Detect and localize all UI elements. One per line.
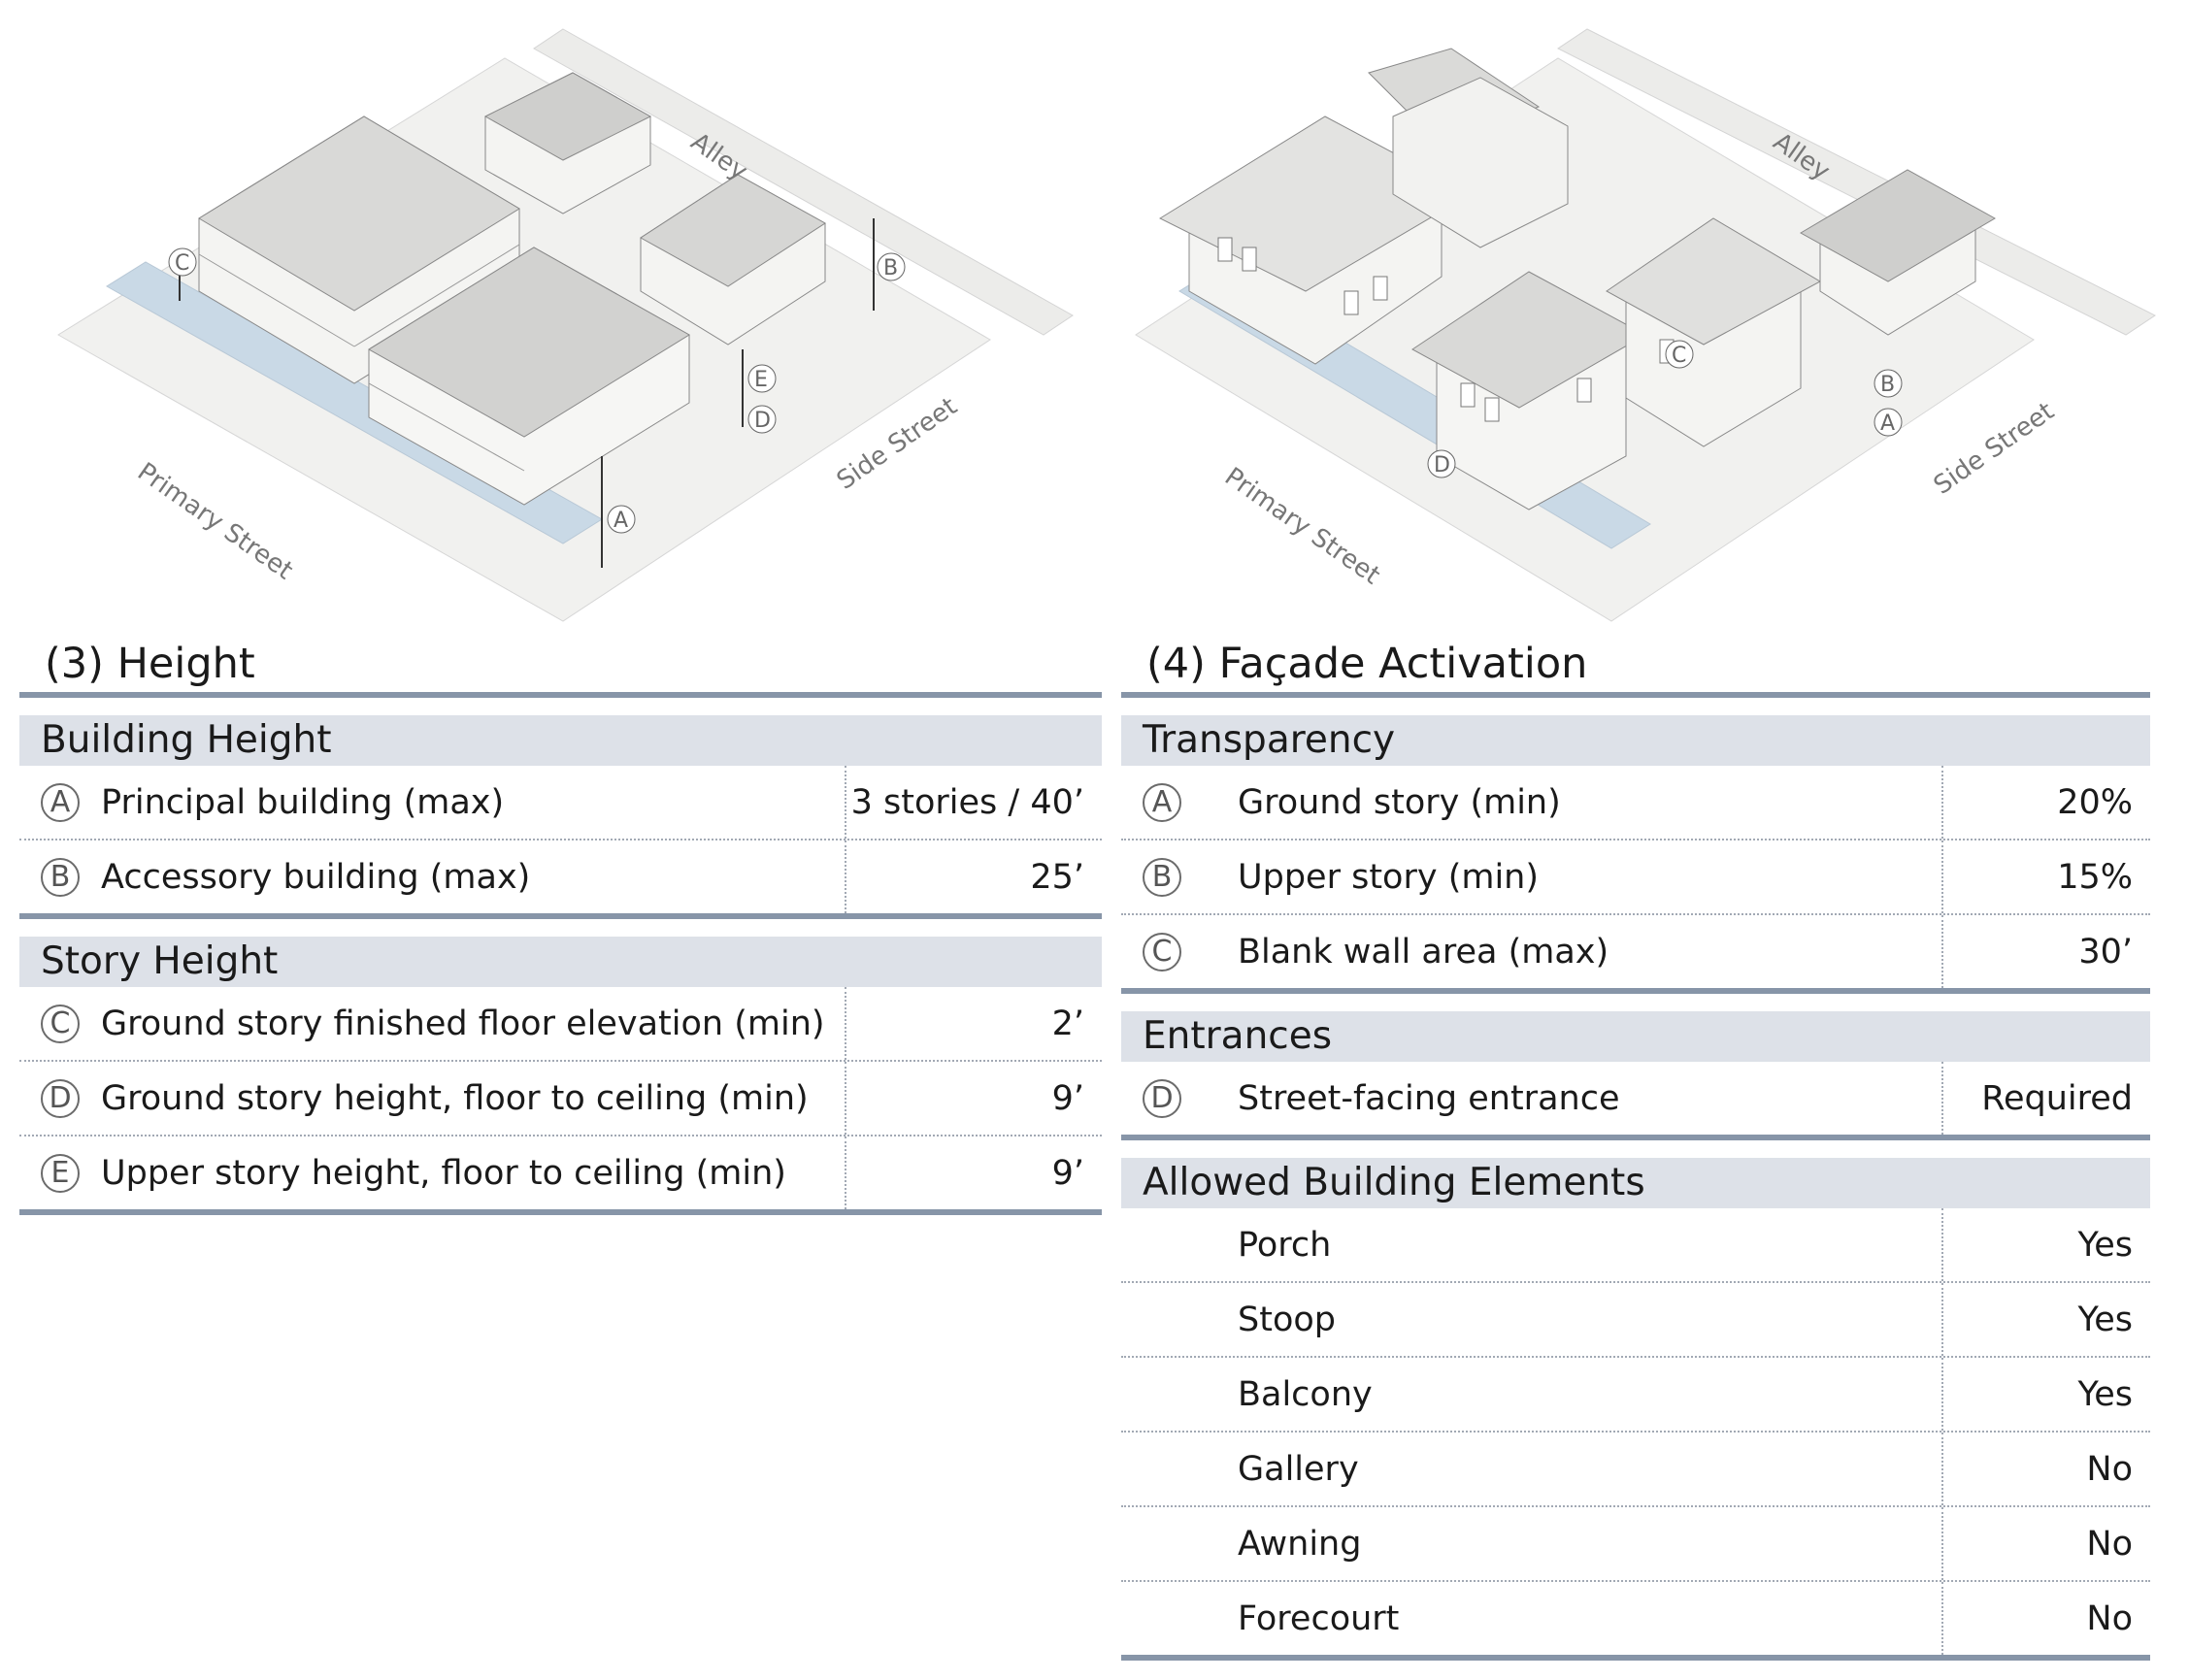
table-row: Awning No [1121, 1507, 2150, 1582]
row-value: No [1941, 1582, 2150, 1655]
diagram-marker-e: E [747, 364, 777, 393]
row-value: 2’ [845, 987, 1102, 1060]
row-value: Yes [1941, 1208, 2150, 1281]
table-row: B Upper story (min) 15% [1121, 840, 2150, 915]
facade-diagram: A B C D Alley Side Street Primary Street [1121, 0, 2179, 631]
row-label: Ground story height, floor to ceiling (m… [101, 1078, 809, 1118]
diagram-marker-b: B [1874, 369, 1903, 398]
row-label: Ground story finished floor elevation (m… [101, 1004, 825, 1043]
marker-e-icon: E [41, 1153, 80, 1193]
primary-street-label: Primary Street [132, 457, 298, 585]
row-label: Forecourt [1238, 1598, 1400, 1638]
table-row: Porch Yes [1121, 1208, 2150, 1283]
group-header-entrances: Entrances [1121, 1011, 2150, 1062]
svg-text:E: E [754, 368, 768, 392]
group-header-building-height: Building Height [19, 715, 1102, 766]
row-label: Upper story (min) [1238, 857, 1540, 897]
marker-c-icon: C [41, 1004, 80, 1043]
row-label: Porch [1238, 1225, 1332, 1265]
group-header-transparency: Transparency [1121, 715, 2150, 766]
diagram-marker-c: C [1665, 340, 1694, 369]
svg-text:C: C [175, 251, 189, 276]
row-value: No [1941, 1433, 2150, 1505]
table-row: A Principal building (max) 3 stories / 40… [19, 766, 1102, 840]
marker-b-icon: B [41, 857, 80, 897]
row-label: Upper story height, floor to ceiling (mi… [101, 1153, 786, 1193]
svg-text:A: A [1880, 412, 1895, 436]
table-row: C Ground story finished floor elevation (… [19, 987, 1102, 1062]
table-row: Forecourt No [1121, 1582, 2150, 1661]
row-label: Blank wall area (max) [1238, 932, 1609, 972]
diagram-marker-d: D [1427, 449, 1456, 478]
diagram-marker-d: D [747, 405, 777, 434]
row-value: 20% [1941, 766, 2150, 839]
marker-d-icon: D [1143, 1078, 1181, 1118]
marker-a-icon: A [41, 782, 80, 822]
row-label: Balcony [1238, 1374, 1373, 1414]
svg-text:D: D [1434, 453, 1450, 478]
marker-d-icon: D [41, 1078, 80, 1118]
row-label: Gallery [1238, 1449, 1359, 1489]
marker-b-icon: B [1143, 857, 1181, 897]
row-value: Required [1941, 1062, 2150, 1135]
row-value: 15% [1941, 840, 2150, 913]
side-street-label: Side Street [1929, 397, 2060, 501]
row-value: 9’ [845, 1062, 1102, 1135]
table-row: B Accessory building (max) 25’ [19, 840, 1102, 919]
table-row: E Upper story height, floor to ceiling (m… [19, 1136, 1102, 1215]
row-label: Stoop [1238, 1300, 1336, 1339]
diagram-marker-c: C [168, 247, 197, 277]
group-header-story-height: Story Height [19, 937, 1102, 987]
row-label: Street-facing entrance [1238, 1078, 1620, 1118]
facade-section: (4) Façade Activation Transparency A Grou… [1121, 636, 2150, 1661]
row-label: Awning [1238, 1524, 1362, 1564]
table-row: D Street-facing entrance Required [1121, 1062, 2150, 1140]
table-row: Stoop Yes [1121, 1283, 2150, 1358]
group-header-allowed-building-elements: Allowed Building Elements [1121, 1158, 2150, 1208]
section-title: (4) Façade Activation [1121, 636, 2150, 698]
table-row: A Ground story (min) 20% [1121, 766, 2150, 840]
row-value: 25’ [845, 840, 1102, 913]
section-title: (3) Height [19, 636, 1102, 698]
svg-text:D: D [754, 409, 771, 433]
height-section: (3) Height Building Height A Principal bu… [19, 636, 1102, 1215]
svg-text:A: A [614, 509, 628, 533]
row-label: Accessory building (max) [101, 857, 531, 897]
table-row: C Blank wall area (max) 30’ [1121, 915, 2150, 994]
diagram-marker-a: A [607, 505, 636, 534]
marker-c-icon: C [1143, 932, 1181, 972]
svg-text:B: B [1880, 373, 1895, 397]
row-value: 3 stories / 40’ [845, 766, 1102, 839]
row-value: 30’ [1941, 915, 2150, 988]
row-value: 9’ [845, 1136, 1102, 1209]
height-diagram: A B C D E Alley Side Street Primary Stre… [19, 0, 1107, 631]
row-label: Ground story (min) [1238, 782, 1561, 822]
row-value: Yes [1941, 1283, 2150, 1356]
diagram-marker-a: A [1874, 408, 1903, 437]
table-row: Balcony Yes [1121, 1358, 2150, 1433]
diagram-marker-b: B [877, 252, 906, 281]
marker-a-icon: A [1143, 782, 1181, 822]
row-value: Yes [1941, 1358, 2150, 1431]
svg-text:C: C [1672, 344, 1686, 368]
row-label: Principal building (max) [101, 782, 505, 822]
row-value: No [1941, 1507, 2150, 1580]
table-row: Gallery No [1121, 1433, 2150, 1507]
svg-text:B: B [883, 256, 898, 280]
primary-street-label: Primary Street [1219, 462, 1385, 590]
table-row: D Ground story height, floor to ceiling (… [19, 1062, 1102, 1136]
